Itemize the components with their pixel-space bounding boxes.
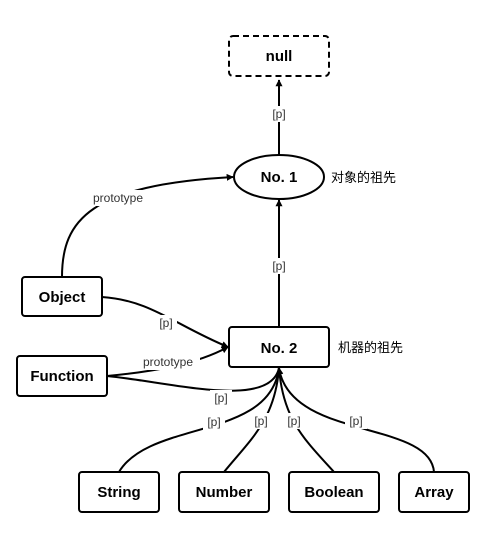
node-function[interactable]: Function [16, 355, 108, 397]
edge-label-boolean-p: [p] [287, 414, 300, 428]
edge-label-bg [268, 106, 290, 122]
node-no2[interactable]: No. 2 [228, 326, 330, 368]
edge-function-p-to-no2 [106, 367, 280, 392]
edge-label-no2-no1: [p] [272, 259, 285, 273]
node-function-label: Function [30, 368, 93, 385]
edges: [p] [p] prototype [p] prototype [p] [p] … [61, 79, 435, 473]
edge-label-array-p: [p] [349, 414, 362, 428]
edge-label-no1-null: [p] [272, 107, 285, 121]
node-boolean-label: Boolean [304, 484, 363, 501]
node-null[interactable]: null [228, 35, 330, 77]
edge-label-string-p: [p] [207, 415, 220, 429]
node-no1[interactable]: No. 1 [233, 154, 325, 200]
node-number[interactable]: Number [178, 471, 270, 513]
node-array[interactable]: Array [398, 471, 470, 513]
edge-label-bg [136, 354, 200, 370]
node-no2-label: No. 2 [261, 340, 298, 357]
node-object[interactable]: Object [21, 276, 103, 317]
edge-label-bg [268, 258, 290, 274]
edge-label-object-prototype: prototype [93, 191, 143, 205]
node-null-label: null [266, 48, 293, 65]
edge-label-bg [345, 413, 367, 429]
edge-label-bg [203, 414, 225, 430]
node-string-label: String [97, 484, 140, 501]
note-no2: 机器的祖先 [338, 340, 403, 356]
node-number-label: Number [196, 484, 253, 501]
node-no1-label: No. 1 [261, 169, 298, 186]
node-string[interactable]: String [78, 471, 160, 513]
edge-label-function-prototype: prototype [143, 355, 193, 369]
edge-label-bg [86, 190, 150, 206]
edge-label-bg [210, 390, 232, 406]
edge-label-object-p: [p] [159, 316, 172, 330]
edge-label-bg [250, 413, 272, 429]
edge-label-bg [283, 413, 305, 429]
node-array-label: Array [414, 484, 454, 501]
node-object-label: Object [39, 289, 86, 306]
edge-label-bg [155, 315, 177, 331]
node-boolean[interactable]: Boolean [288, 471, 380, 513]
edge-label-number-p: [p] [254, 414, 267, 428]
edge-object-prototype-to-no1 [61, 173, 234, 278]
edge-object-p-to-no2 [101, 296, 229, 348]
note-no1: 对象的祖先 [331, 170, 396, 186]
edge-label-function-p: [p] [214, 391, 227, 405]
